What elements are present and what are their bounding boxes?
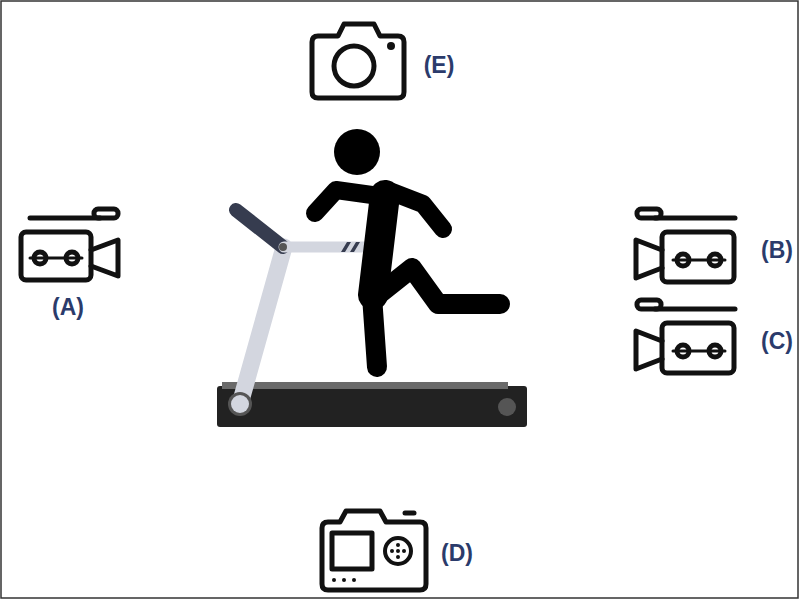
front-post (240, 247, 284, 404)
handrail (284, 242, 366, 253)
camera-body (21, 232, 91, 280)
front-roller-cap (231, 395, 249, 413)
camera-mic (94, 209, 118, 218)
camera-lens (91, 240, 118, 276)
camera-label: (D) (441, 540, 473, 567)
camera-screen (332, 533, 372, 569)
camera-body (662, 323, 734, 373)
camera-label: (A) (52, 294, 84, 321)
tape-line (30, 257, 82, 260)
dial-dots (332, 543, 406, 582)
camera-body (662, 232, 734, 282)
tape-line (673, 350, 725, 353)
camera-body (312, 24, 404, 98)
camera-label: (E) (424, 52, 455, 79)
camera-label: (C) (761, 328, 793, 355)
runner-arm (315, 190, 372, 213)
camera-flash (387, 42, 395, 50)
tape-line (673, 259, 725, 262)
shutter-button (405, 511, 414, 516)
camera-lens (334, 46, 374, 86)
camera-mic (637, 300, 661, 309)
camera-lens (636, 240, 662, 278)
video-camera-icon (21, 209, 118, 280)
camera-handle (30, 216, 100, 221)
runner-arm (392, 192, 443, 229)
handrail-grip (341, 242, 360, 252)
runner-leg (372, 296, 377, 367)
camera-lens (636, 331, 662, 369)
runner-figure (315, 129, 500, 367)
dslr-camera-icon (322, 511, 426, 590)
hinge (279, 243, 287, 251)
treadmill-base (217, 386, 527, 427)
runner-head (334, 129, 380, 175)
rear-roller (498, 398, 516, 416)
video-camera-icon (636, 209, 735, 282)
treadmill-belt (222, 382, 508, 389)
console (236, 210, 283, 247)
camera-label: (B) (761, 237, 793, 264)
camera-dial (385, 538, 411, 564)
photo-camera-icon (312, 24, 404, 98)
front-roller (228, 392, 252, 416)
camera-mic (637, 209, 661, 218)
runner-leg (378, 268, 500, 304)
camera-handle (655, 307, 735, 312)
camera-body (322, 511, 426, 590)
video-camera-icon (636, 300, 735, 373)
camera-handle (655, 216, 735, 221)
